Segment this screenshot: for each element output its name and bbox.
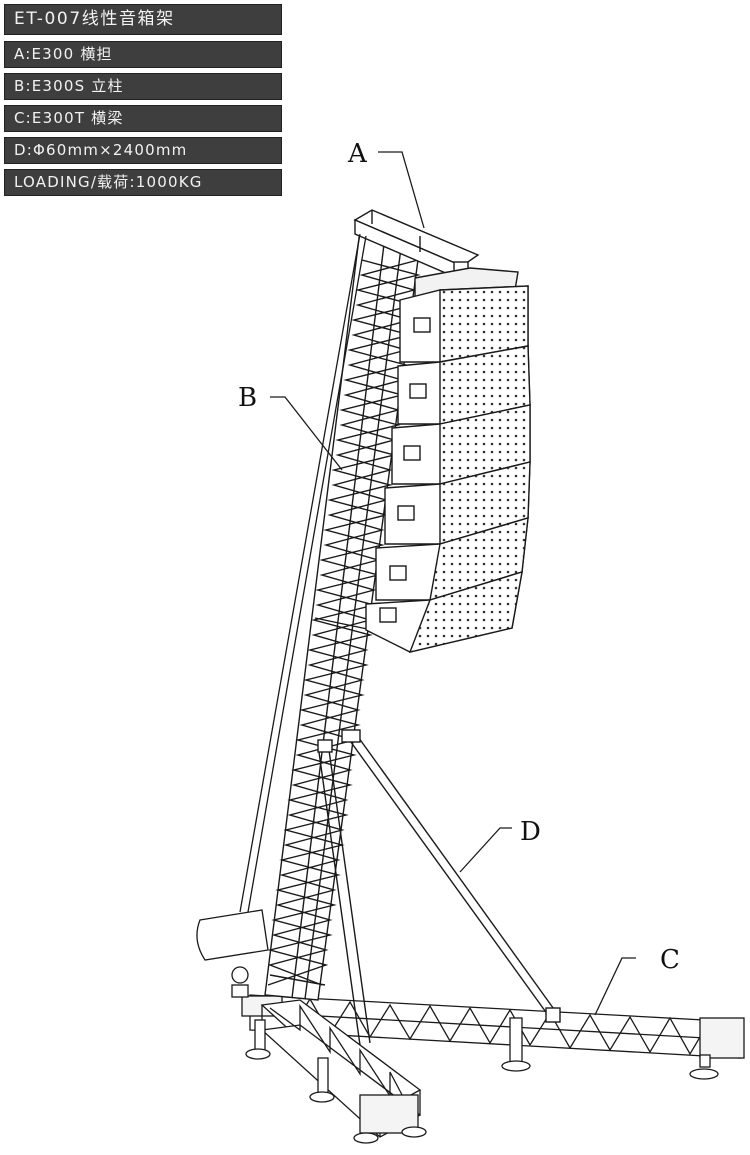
header-beam-a xyxy=(353,209,480,282)
spec-line-b: B:E300S 立柱 xyxy=(4,73,282,100)
callout-c: C xyxy=(660,945,680,975)
brace-d xyxy=(317,729,561,1046)
base-truss-c xyxy=(241,994,745,1080)
base-truss-front xyxy=(245,999,427,1144)
spec-line-loading: LOADING/载荷:1000KG xyxy=(4,169,282,196)
callout-a: A xyxy=(347,139,368,169)
spec-line-d: D:Φ60mm×2400mm xyxy=(4,137,282,164)
spec-title: ET-007线性音箱架 xyxy=(4,4,282,35)
spec-line-a: A:E300 横担 xyxy=(4,41,282,68)
callout-d: D xyxy=(520,817,541,847)
spec-panel: ET-007线性音箱架 A:E300 横担 B:E300S 立柱 C:E300T… xyxy=(4,4,282,201)
spec-line-c: C:E300T 横梁 xyxy=(4,105,282,132)
speaker-stack xyxy=(365,267,531,653)
callout-leaders xyxy=(270,151,636,1016)
hoist-assembly xyxy=(196,233,367,998)
callout-b: B xyxy=(238,383,257,413)
